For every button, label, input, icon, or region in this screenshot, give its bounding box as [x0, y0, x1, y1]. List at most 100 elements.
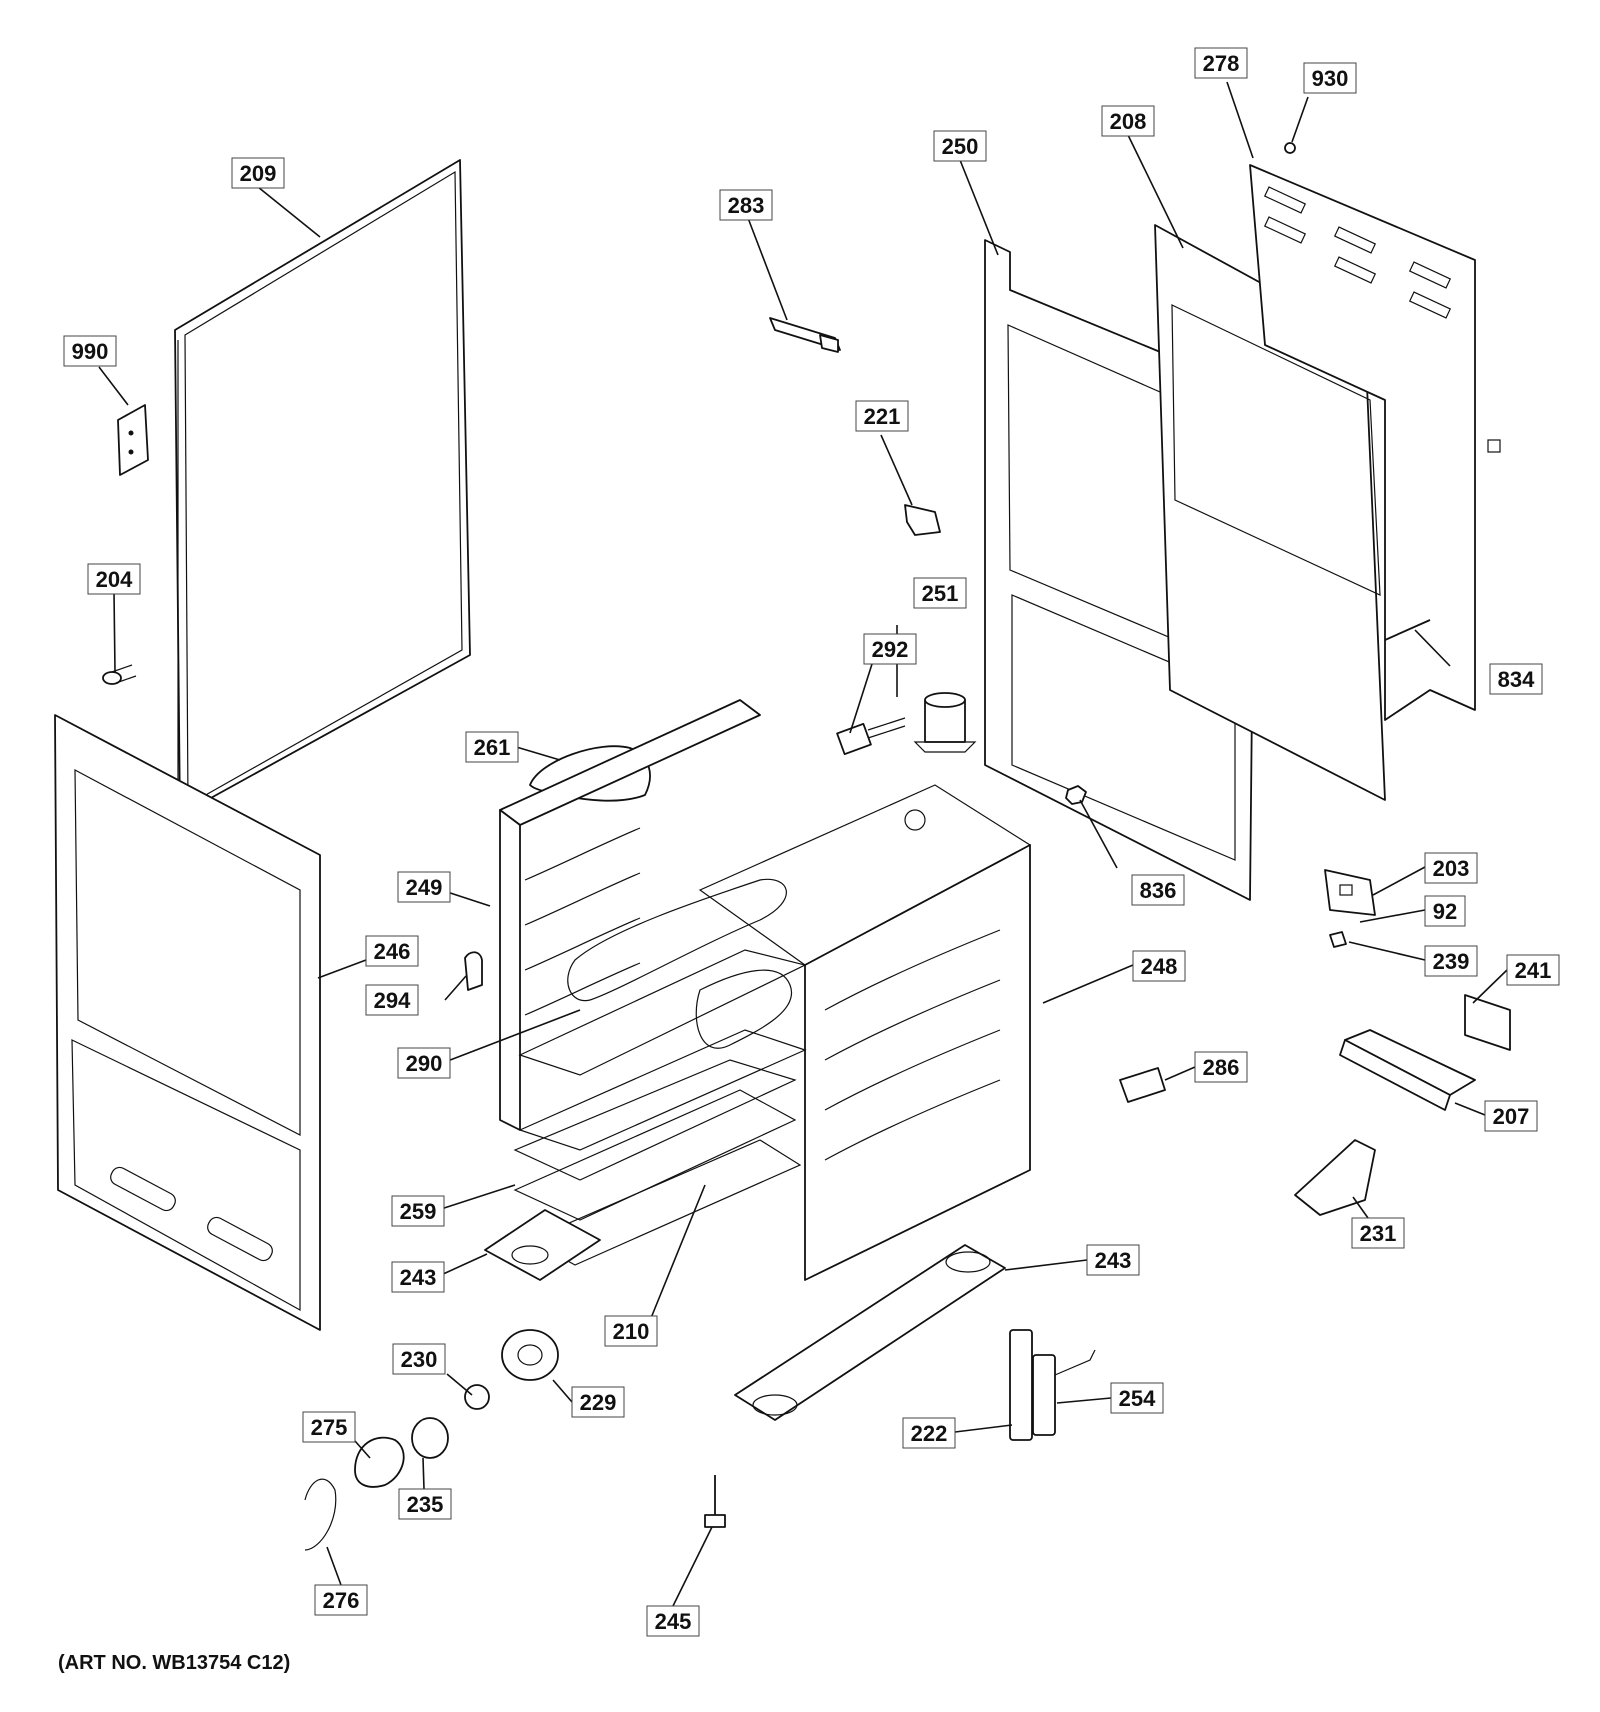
svg-text:278: 278 — [1203, 51, 1240, 76]
svg-text:930: 930 — [1312, 66, 1349, 91]
callout-246: 246 — [365, 935, 419, 967]
callout-208: 208 — [1101, 105, 1155, 137]
callout-235: 235 — [398, 1488, 452, 1520]
callout-275: 275 — [302, 1411, 356, 1443]
svg-text:231: 231 — [1360, 1221, 1397, 1246]
callout-254: 254 — [1110, 1382, 1164, 1414]
callout-259: 259 — [391, 1195, 445, 1227]
part-channel — [1339, 1029, 1476, 1111]
callout-labels: 209 990 204 246 283 221 250 208 278 930 … — [63, 47, 1560, 1637]
svg-text:246: 246 — [374, 939, 411, 964]
part-bracket-241 — [1464, 994, 1511, 1051]
part-nut — [1065, 785, 1087, 805]
svg-text:834: 834 — [1498, 667, 1535, 692]
svg-text:208: 208 — [1110, 109, 1147, 134]
svg-text:251: 251 — [922, 581, 959, 606]
callout-261: 261 — [465, 731, 519, 763]
callout-243-right: 243 — [1086, 1244, 1140, 1276]
callout-930: 930 — [1303, 62, 1357, 94]
callout-209: 209 — [231, 157, 285, 189]
callout-221: 221 — [855, 400, 909, 432]
svg-text:243: 243 — [1095, 1248, 1132, 1273]
svg-text:230: 230 — [401, 1347, 438, 1372]
callout-276: 276 — [314, 1584, 368, 1616]
callout-243-left: 243 — [391, 1261, 445, 1293]
svg-text:235: 235 — [407, 1492, 444, 1517]
callout-290: 290 — [397, 1047, 451, 1079]
part-relay — [1324, 869, 1376, 948]
part-switch — [1119, 1067, 1166, 1103]
svg-text:245: 245 — [655, 1609, 692, 1634]
callout-245: 245 — [646, 1605, 700, 1637]
callout-204: 204 — [87, 563, 141, 595]
leader-lines — [98, 81, 1508, 1607]
callout-229: 229 — [571, 1386, 625, 1418]
svg-text:241: 241 — [1515, 958, 1552, 983]
svg-text:261: 261 — [474, 735, 511, 760]
part-small-clip — [464, 951, 483, 991]
part-terminal-block — [836, 717, 906, 756]
svg-text:275: 275 — [311, 1415, 348, 1440]
part-hinge-bracket — [1294, 1139, 1376, 1216]
part-wire-clip — [769, 317, 841, 353]
svg-text:248: 248 — [1141, 954, 1178, 979]
part-left-tray — [484, 1209, 601, 1281]
part-cylinder — [913, 692, 977, 753]
callout-203: 203 — [1424, 852, 1478, 884]
svg-text:210: 210 — [613, 1319, 650, 1344]
callout-283: 283 — [719, 189, 773, 221]
svg-text:92: 92 — [1433, 899, 1457, 924]
art-number: (ART NO. WB13754 C12) — [58, 1652, 291, 1674]
callout-222: 222 — [902, 1417, 956, 1449]
callout-836: 836 — [1131, 874, 1185, 906]
svg-text:836: 836 — [1140, 878, 1177, 903]
svg-text:249: 249 — [406, 875, 443, 900]
part-right-tray — [734, 1244, 1006, 1421]
callout-990: 990 — [63, 335, 117, 367]
callout-207: 207 — [1484, 1100, 1538, 1132]
part-rod — [1384, 619, 1431, 641]
part-oven-cavity — [499, 699, 1032, 1281]
callout-251: 251 — [913, 577, 967, 609]
callout-249: 249 — [397, 871, 451, 903]
callout-92: 92 — [1424, 895, 1466, 927]
callout-210: 210 — [604, 1315, 658, 1347]
part-light-assembly — [304, 1329, 559, 1551]
callout-286: 286 — [1194, 1051, 1248, 1083]
callout-278: 278 — [1194, 47, 1248, 79]
svg-text:283: 283 — [728, 193, 765, 218]
svg-text:209: 209 — [240, 161, 277, 186]
svg-text:207: 207 — [1493, 1104, 1530, 1129]
svg-text:292: 292 — [872, 637, 909, 662]
part-side-panel — [174, 159, 471, 816]
callout-239: 239 — [1424, 945, 1478, 977]
svg-text:294: 294 — [374, 988, 411, 1013]
svg-text:204: 204 — [96, 567, 133, 592]
part-heating-element — [567, 878, 793, 1049]
svg-text:254: 254 — [1119, 1386, 1156, 1411]
svg-text:222: 222 — [911, 1421, 948, 1446]
svg-text:221: 221 — [864, 404, 901, 429]
part-front-frame — [54, 714, 321, 1331]
part-clamp — [904, 504, 941, 536]
part-bolt — [704, 1475, 726, 1528]
callout-834: 834 — [1489, 663, 1543, 695]
svg-text:286: 286 — [1203, 1055, 1240, 1080]
part-small-screw — [1284, 142, 1296, 154]
part-screw — [102, 664, 137, 685]
callout-250: 250 — [933, 130, 987, 162]
part-door-hinge — [1009, 1329, 1096, 1441]
svg-text:239: 239 — [1433, 949, 1470, 974]
svg-text:276: 276 — [323, 1588, 360, 1613]
callout-292: 292 — [863, 633, 917, 665]
callout-230: 230 — [392, 1343, 446, 1375]
svg-text:243: 243 — [400, 1265, 437, 1290]
part-rear-cover — [1249, 164, 1501, 721]
svg-text:229: 229 — [580, 1390, 617, 1415]
svg-text:990: 990 — [72, 339, 109, 364]
callout-241: 241 — [1506, 954, 1560, 986]
svg-text:203: 203 — [1433, 856, 1470, 881]
svg-text:290: 290 — [406, 1051, 443, 1076]
